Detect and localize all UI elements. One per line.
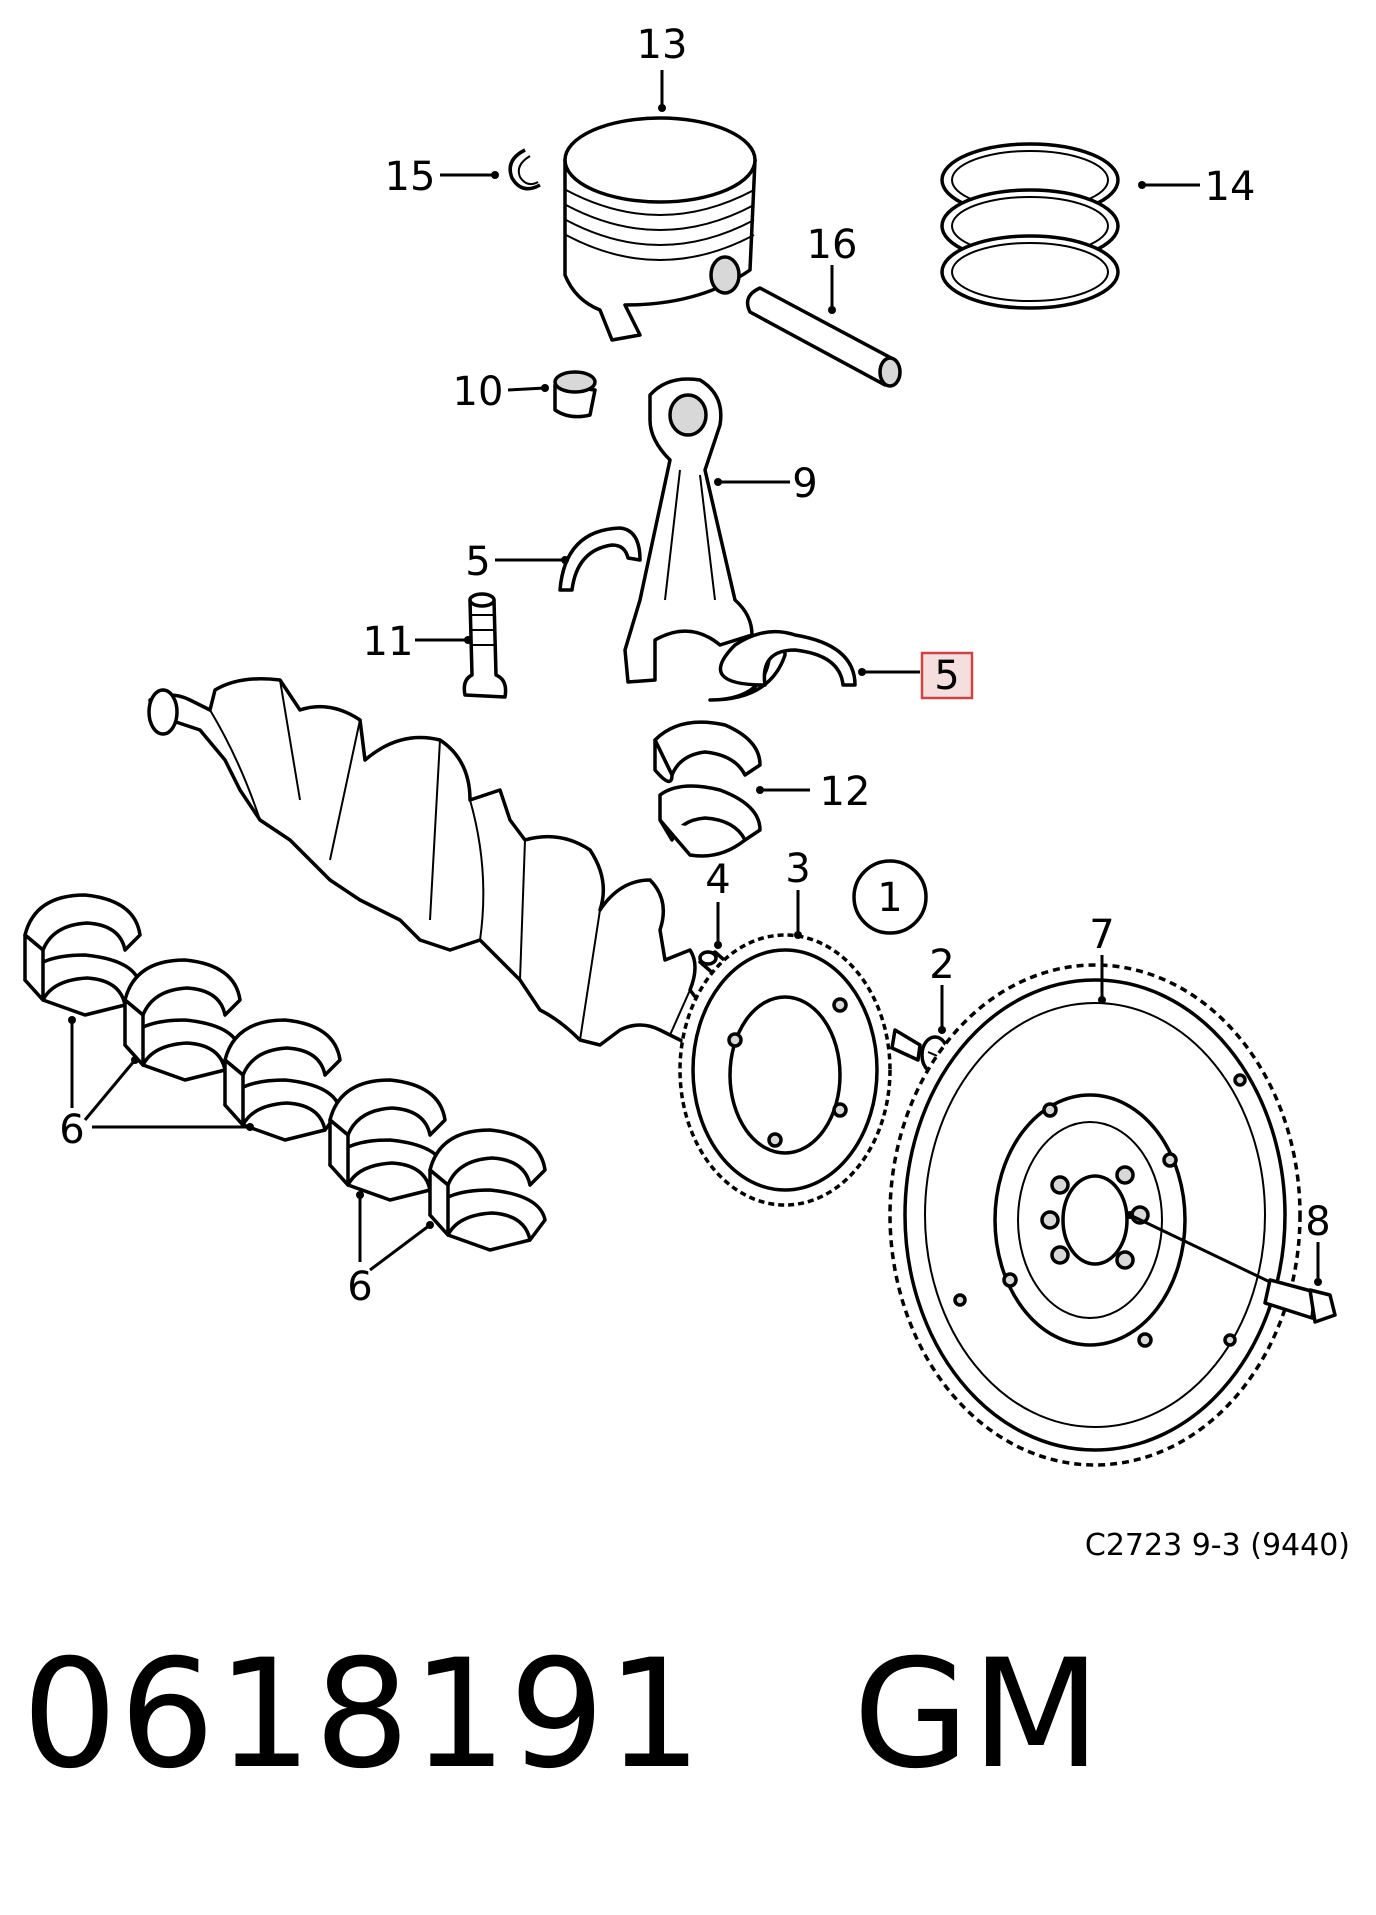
callout-10: 10 xyxy=(453,369,504,415)
piston-pin-clip xyxy=(508,148,541,191)
callout-11: 11 xyxy=(363,619,414,665)
callout-3: 3 xyxy=(785,846,810,892)
con-rod-bolt xyxy=(462,592,508,699)
drawing-code: C2723 9-3 (9440) xyxy=(1085,1528,1350,1563)
callout-6-upper: 6 xyxy=(59,1107,84,1153)
callout-8: 8 xyxy=(1305,1199,1330,1245)
con-rod-bearing-lower xyxy=(708,629,857,702)
connecting-rod xyxy=(623,377,754,684)
view-marker-circle xyxy=(852,859,928,935)
main-bearing-shells-6 xyxy=(23,893,547,1252)
callout-4: 4 xyxy=(705,857,730,903)
callout-15: 15 xyxy=(385,154,436,200)
leader-lines xyxy=(68,70,1322,1286)
piston-rings xyxy=(940,142,1120,310)
main-bearing-shell-12 xyxy=(653,720,762,858)
flywheel-bolt xyxy=(1263,1278,1337,1324)
callout-1: 1 xyxy=(877,875,902,921)
connecting-rod-bushing xyxy=(553,370,597,419)
con-rod-bearing-upper xyxy=(558,526,642,592)
callout-7: 7 xyxy=(1089,912,1114,958)
callout-16: 16 xyxy=(807,222,858,268)
sensor-ring xyxy=(678,933,892,1207)
callout-2: 2 xyxy=(929,942,954,988)
callout-6-lower: 6 xyxy=(347,1264,372,1310)
highlight-box xyxy=(920,651,974,700)
callout-9: 9 xyxy=(792,461,817,507)
callout-12: 12 xyxy=(820,769,871,815)
piston xyxy=(563,116,757,342)
exploded-parts-diagram: 13 15 14 16 10 9 5 11 5 12 4 3 1 2 7 6 6… xyxy=(23,22,1350,1563)
flywheel xyxy=(888,963,1302,1467)
callout-13: 13 xyxy=(637,22,688,68)
callout-5-highlighted: 5 xyxy=(934,653,959,699)
callout-5-upper: 5 xyxy=(465,539,490,585)
callout-14: 14 xyxy=(1205,164,1256,210)
part-number: 0618191 GM xyxy=(22,1628,1103,1802)
piston-pin xyxy=(745,286,902,388)
